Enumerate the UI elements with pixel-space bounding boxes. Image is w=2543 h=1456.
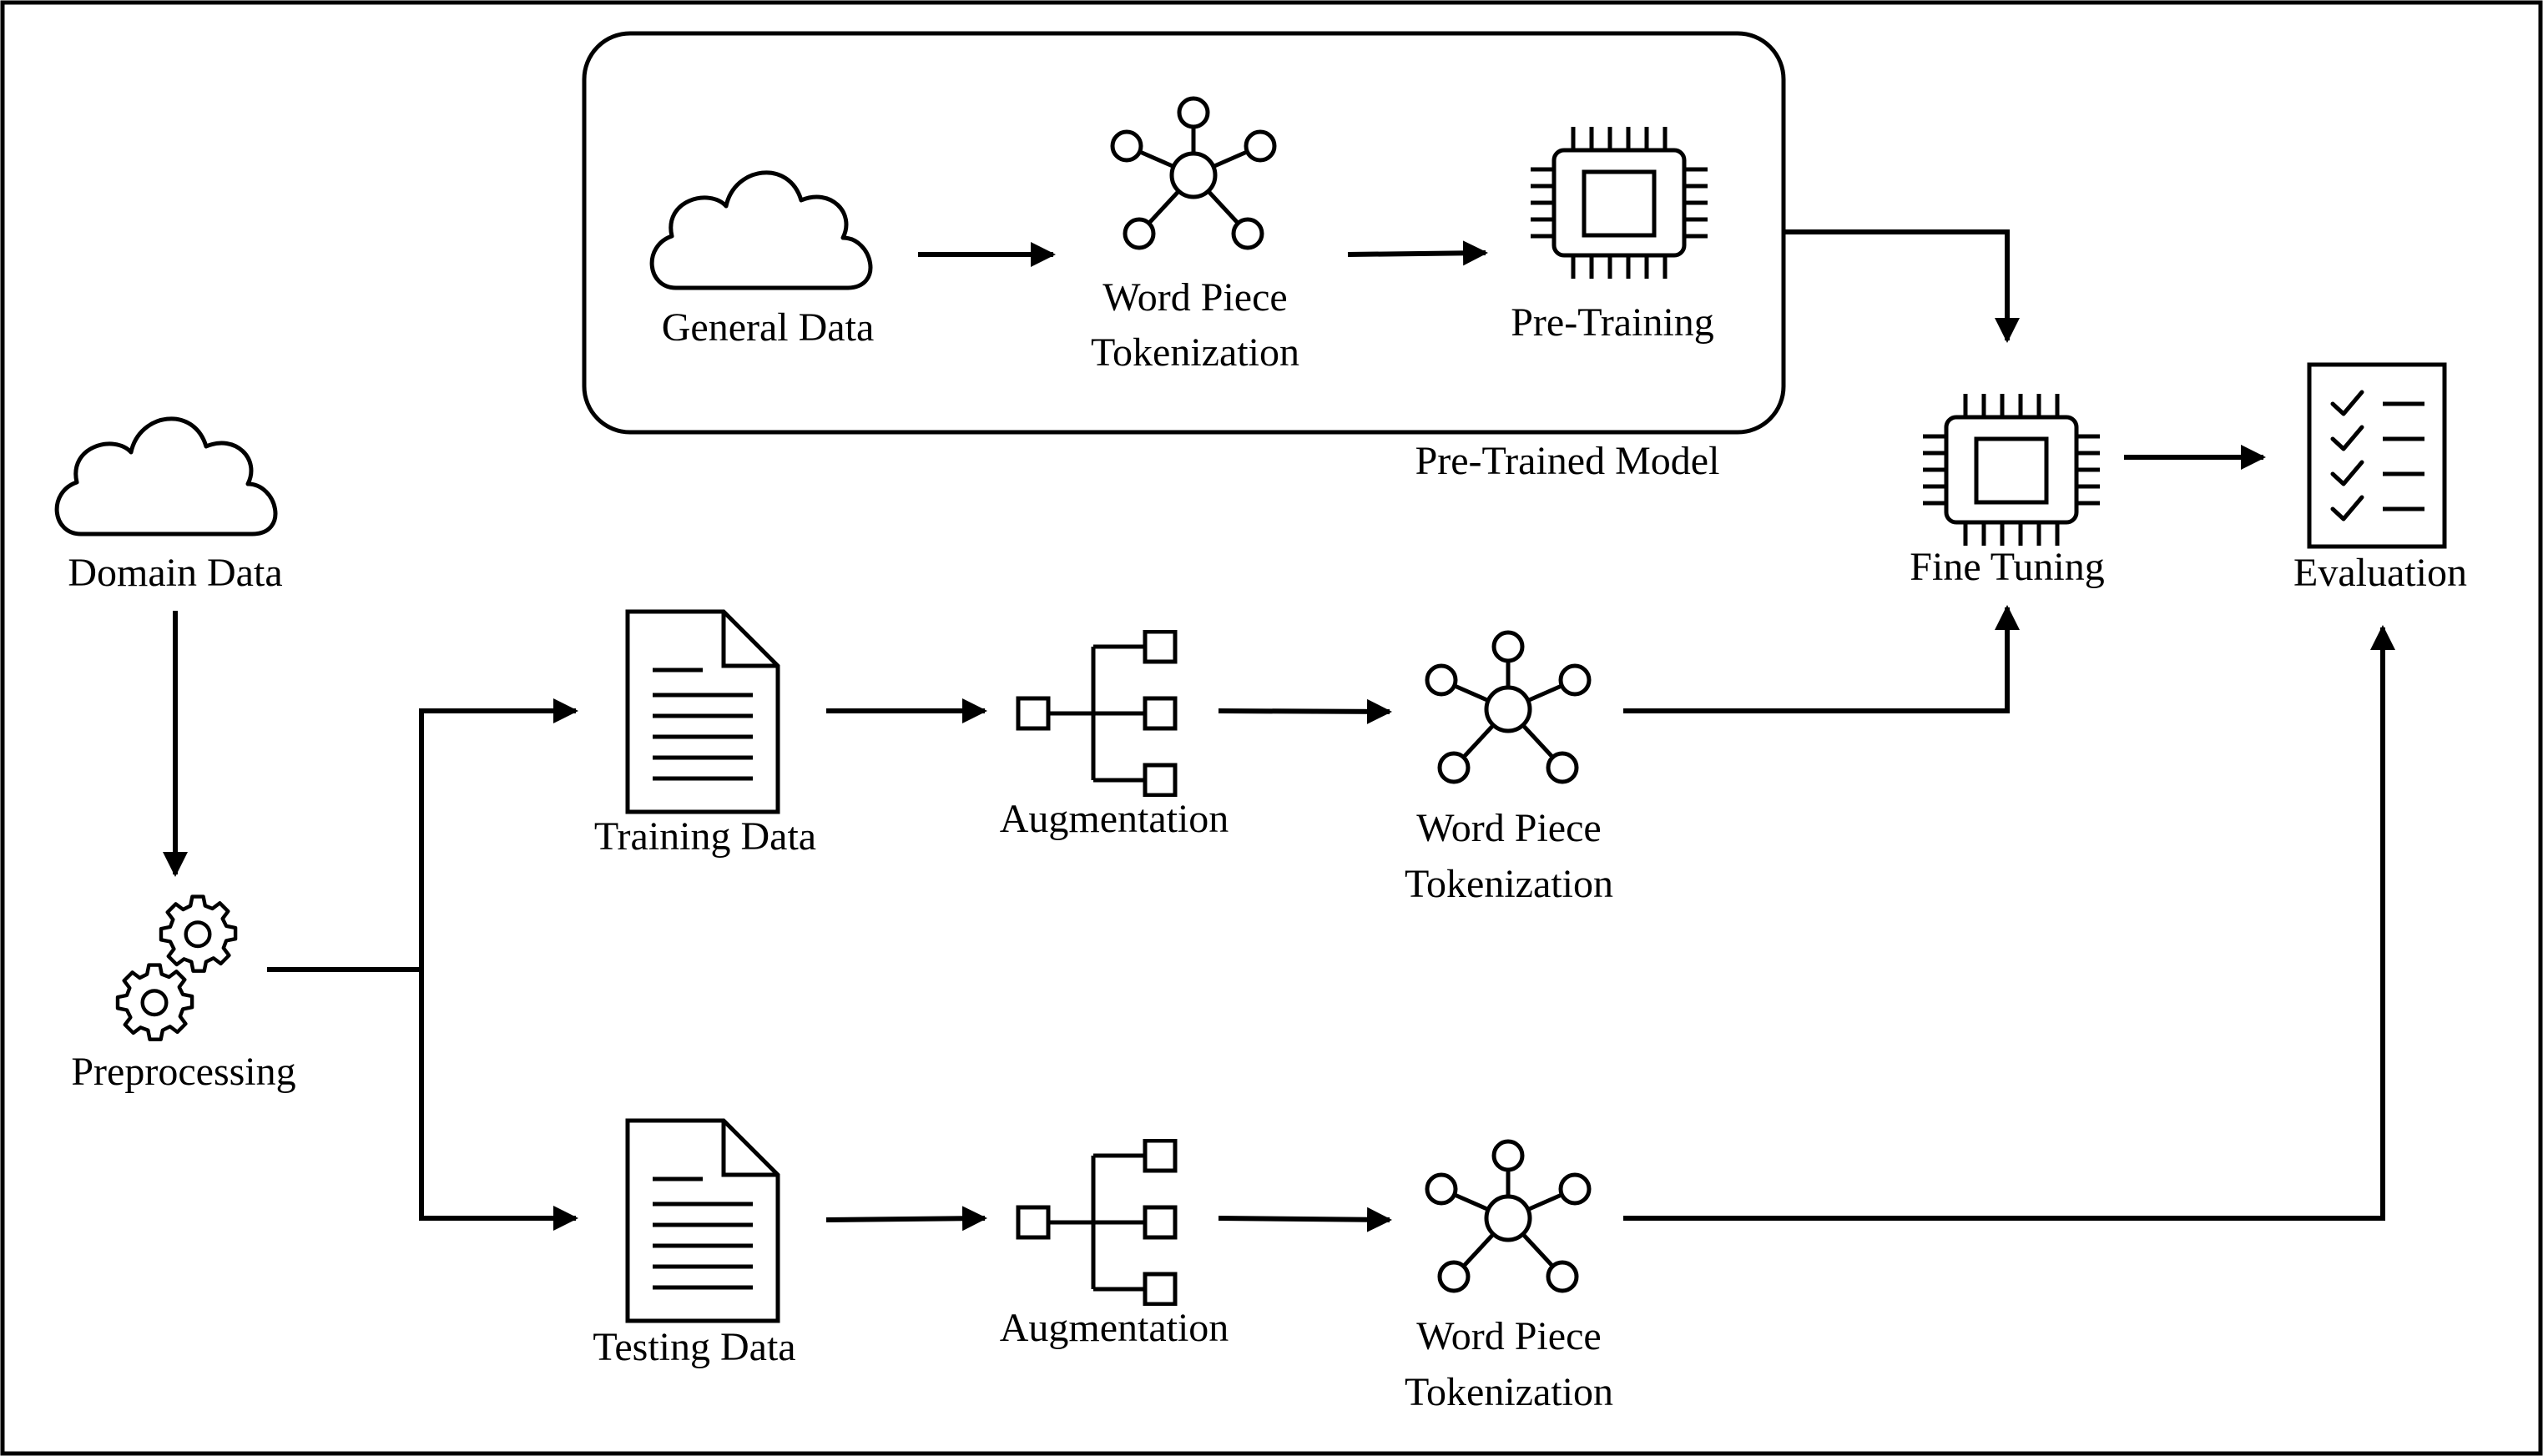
augmentation-label: Augmentation <box>1000 1306 1229 1350</box>
preprocessing-label: Preprocessing <box>71 1050 295 1094</box>
cloud-icon <box>652 173 870 288</box>
network-node-icon <box>1113 98 1274 248</box>
tree-branch-icon <box>1018 632 1175 795</box>
cloud-icon <box>57 419 275 534</box>
arrow-wordpiece-train-to-finetuning <box>1623 605 2020 713</box>
tree-branch-icon <box>1018 1141 1175 1304</box>
arrow-to-training-data <box>419 698 578 970</box>
arrow-wordpiece-to-pretraining <box>1347 240 1488 266</box>
arrow-test-to-aug <box>825 1206 987 1232</box>
arrow-model-to-finetuning <box>1784 229 2020 343</box>
arrow-wordpiece-test-to-evaluation <box>1623 625 2395 1221</box>
arrow-to-testing-data <box>419 970 578 1231</box>
network-node-icon <box>1427 1141 1589 1291</box>
gears-icon <box>118 897 235 1040</box>
tokenization-label: Tokenization <box>1405 862 1613 906</box>
pre-training-label: Pre-Training <box>1511 300 1714 345</box>
chip-icon <box>1531 127 1708 279</box>
augmentation-label: Augmentation <box>1000 797 1229 841</box>
document-icon <box>628 612 778 812</box>
testing-data-label: Testing Data <box>593 1325 795 1369</box>
word-piece-label: Word Piece <box>1416 1314 1601 1358</box>
network-node-icon <box>1427 632 1589 782</box>
checklist-icon <box>2307 362 2447 549</box>
chip-icon <box>1923 394 2100 546</box>
general-data-label: General Data <box>662 305 875 350</box>
word-piece-label: Word Piece <box>1416 806 1601 850</box>
connectors <box>163 229 2395 1232</box>
fine-tuning-label: Fine Tuning <box>1910 545 2104 589</box>
evaluation-label: Evaluation <box>2293 551 2467 595</box>
tokenization-label: Tokenization <box>1091 330 1299 375</box>
arrow-aug-to-wordpiece-test <box>1218 1207 1392 1232</box>
document-icon <box>628 1121 778 1321</box>
arrow-aug-to-wordpiece-train <box>1218 698 1392 724</box>
word-piece-label: Word Piece <box>1102 275 1287 320</box>
tokenization-label: Tokenization <box>1405 1370 1613 1414</box>
training-data-label: Training Data <box>594 814 816 859</box>
pre-trained-model-label: Pre-Trained Model <box>1415 439 1720 483</box>
domain-data-label: Domain Data <box>68 551 282 595</box>
